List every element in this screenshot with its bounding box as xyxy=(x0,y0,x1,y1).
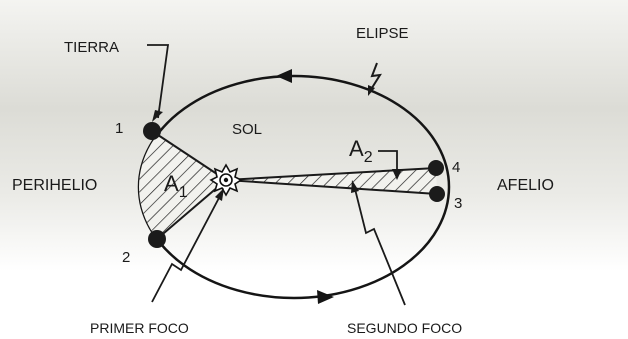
a2-pointer xyxy=(378,150,398,172)
label-tierra: TIERRA xyxy=(64,39,119,56)
label-area-a2: A2 xyxy=(349,136,373,166)
tierra-pointer-head-icon xyxy=(152,110,163,122)
planet-icon-position-3 xyxy=(429,186,445,202)
label-primer-foco: PRIMER FOCO xyxy=(90,320,189,336)
orbit-arrow-bottom-icon xyxy=(317,290,334,304)
planet-icon-position-2 xyxy=(148,230,166,248)
a2-pointer-head-icon xyxy=(392,169,402,180)
area-a1-sector xyxy=(139,131,226,239)
radius-line-2 xyxy=(156,179,227,240)
label-area-a1: A1 xyxy=(164,171,188,201)
primer-foco-pointer xyxy=(151,195,221,303)
planet-icon-position-4 xyxy=(428,160,444,176)
planet-icon-position-1 xyxy=(143,122,161,140)
label-point-2: 2 xyxy=(122,249,130,266)
primer-foco-pointer-head-icon xyxy=(215,188,224,201)
label-elipse: ELIPSE xyxy=(356,25,409,42)
area-a2-subscript: 2 xyxy=(364,149,373,166)
elipse-pointer-head-icon xyxy=(368,85,375,96)
area-a1-subscript: 1 xyxy=(179,184,188,201)
area-a2-letter: A xyxy=(349,136,364,161)
label-point-4: 4 xyxy=(452,159,460,176)
label-perihelio: PERIHELIO xyxy=(12,177,97,194)
segundo-foco-pointer-head-icon xyxy=(351,180,359,193)
label-point-1: 1 xyxy=(115,120,123,137)
sun-icon xyxy=(209,163,243,197)
elipse-pointer xyxy=(369,62,382,92)
orbit-arrow-top-icon xyxy=(276,69,292,83)
tierra-pointer xyxy=(147,44,170,119)
segundo-foco-pointer xyxy=(354,188,406,306)
label-point-3: 3 xyxy=(454,195,462,212)
label-segundo-foco: SEGUNDO FOCO xyxy=(347,320,462,336)
area-a2-sector xyxy=(225,167,438,195)
label-sol: SOL xyxy=(232,121,262,138)
area-a1-letter: A xyxy=(164,171,179,196)
label-afelio: AFELIO xyxy=(497,177,554,194)
radius-line-1 xyxy=(151,130,227,181)
